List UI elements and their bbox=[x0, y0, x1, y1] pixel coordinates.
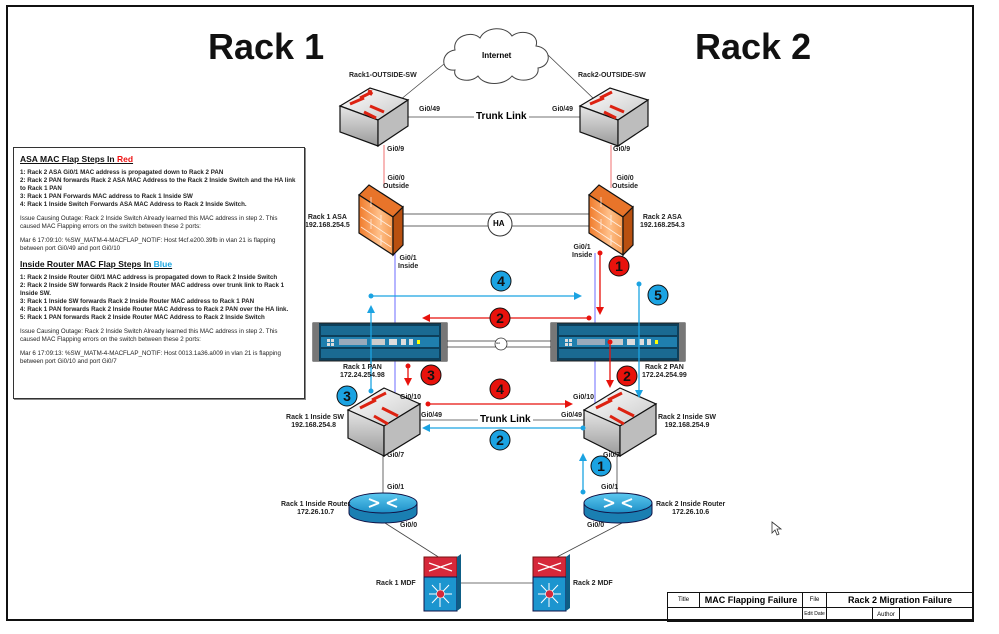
red-step-badge: 2 bbox=[496, 310, 504, 326]
blue-step-badge: 1 bbox=[597, 458, 605, 474]
blue-step-badge: 3 bbox=[343, 388, 351, 404]
rack1-asa-firewall-icon bbox=[358, 184, 404, 257]
router-issue-text: Issue Causing Outage: Rack 2 Inside Swit… bbox=[20, 328, 278, 343]
edit-date-label: Edit Date bbox=[803, 607, 827, 621]
inside-trunk-link-label: Trunk Link bbox=[478, 414, 533, 425]
rack2-asa-firewall-icon bbox=[588, 184, 634, 257]
pan-ha-label: HA bbox=[496, 341, 501, 345]
rack2-outside-sw-label: Rack2-OUTSIDE-SW bbox=[578, 72, 646, 79]
port-label: Gi0/1 bbox=[387, 484, 405, 491]
blue-step-badges bbox=[336, 270, 669, 477]
port-label: Gi0/49 bbox=[419, 106, 441, 113]
title-block-empty bbox=[668, 607, 803, 621]
internet-link-rack2 bbox=[547, 54, 596, 101]
ha-link-label: HA bbox=[493, 219, 505, 228]
ha-link-circle bbox=[487, 211, 513, 237]
router-steps-heading: Inside Router MAC Flap Steps In Blue bbox=[20, 259, 173, 269]
port-label: Gi0/0 bbox=[587, 522, 605, 529]
drawing-frame bbox=[6, 5, 974, 621]
rack1-outside-switch-icon bbox=[338, 87, 410, 148]
rack1-mdf-label: Rack 1 MDF bbox=[376, 580, 416, 587]
file-label: File bbox=[803, 593, 827, 607]
mouse-cursor-icon bbox=[771, 521, 783, 536]
rack2-pan-firewall-icon bbox=[550, 322, 686, 362]
outside-trunk-link-label: Trunk Link bbox=[474, 111, 529, 122]
port-label: Gi0/49 bbox=[421, 412, 443, 419]
rack1-mdf-switch-icon bbox=[423, 554, 461, 612]
rack1-outside-sw-label: Rack1-OUTSIDE-SW bbox=[349, 72, 417, 79]
rack2-mdf-switch-icon bbox=[532, 554, 570, 612]
rack2-inside-router-icon bbox=[583, 492, 653, 524]
port-label: Gi0/10 bbox=[400, 394, 422, 401]
red-step-badge: 4 bbox=[496, 381, 504, 397]
rack2-mdf-label: Rack 2 MDF bbox=[573, 580, 613, 587]
port-label: Gi0/1 bbox=[601, 484, 619, 491]
rack1-inside-router-icon bbox=[348, 492, 418, 524]
title-block: Title MAC Flapping Failure File Rack 2 M… bbox=[667, 592, 974, 622]
router-step: 4: Rack 1 PAN forwards Rack 2 Inside Rou… bbox=[20, 306, 289, 313]
asa-step: 4: Rack 1 Inside Switch Forwards ASA MAC… bbox=[20, 201, 247, 208]
router-step: 5: Rack 1 PAN forwards Rack 2 Inside Rou… bbox=[20, 314, 265, 321]
asa-step: 3: Rack 1 PAN Forwards MAC address to Ra… bbox=[20, 193, 193, 200]
blue-step-badge: 5 bbox=[654, 287, 662, 303]
red-step-badge: 3 bbox=[427, 367, 435, 383]
router-log-text: Mar 6 17:09:13: %SW_MATM-4-MACFLAP_NOTIF… bbox=[20, 350, 281, 365]
rack2-outside-switch-icon bbox=[578, 87, 650, 148]
author-value bbox=[900, 607, 973, 621]
asa-issue-text: Issue Causing Outage: Rack 2 Inside Swit… bbox=[20, 215, 278, 230]
port-label: Gi0/49 bbox=[561, 412, 583, 419]
title-value: MAC Flapping Failure bbox=[700, 593, 803, 607]
port-label: Gi0/0 bbox=[400, 522, 418, 529]
port-label: Gi0/7 bbox=[603, 452, 621, 459]
red-step-badges bbox=[420, 255, 638, 400]
internet-label: Internet bbox=[482, 51, 512, 60]
author-label: Author bbox=[873, 607, 900, 621]
router-step: 3: Rack 1 Inside SW forwards Rack 2 Insi… bbox=[20, 298, 255, 305]
rack1-title: Rack 1 bbox=[208, 26, 325, 67]
asa-step: 1: Rack 2 ASA Gi0/1 MAC address is propa… bbox=[20, 169, 224, 176]
red-step-badge: 2 bbox=[623, 368, 631, 384]
blue-step-badge: 4 bbox=[497, 273, 505, 289]
file-value: Rack 2 Migration Failure bbox=[847, 595, 953, 605]
pan-ha-circle bbox=[494, 337, 508, 351]
router-step: 2: Rack 2 Inside SW forwards Rack 2 Insi… bbox=[20, 282, 285, 297]
blue-flow-arrows bbox=[367, 281, 643, 495]
rack1-pan-firewall-icon bbox=[312, 322, 448, 362]
port-label: Gi0/7 bbox=[387, 452, 405, 459]
rack1-inside-switch-icon bbox=[346, 387, 422, 458]
red-step-badge: 1 bbox=[615, 258, 623, 274]
asa-log-text: Mar 6 17:09:10: %SW_MATM-4-MACFLAP_NOTIF… bbox=[20, 237, 276, 252]
rack2-title: Rack 2 bbox=[695, 26, 812, 67]
blue-step-badge: 2 bbox=[496, 432, 504, 448]
asa-steps-heading: ASA MAC Flap Steps In Red bbox=[20, 154, 134, 164]
port-label: Gi0/9 bbox=[387, 146, 405, 153]
port-label: Gi0/10 bbox=[573, 394, 595, 401]
asa-step: 2: Rack 2 PAN forwards Rack 2 ASA MAC Ad… bbox=[20, 177, 296, 192]
router-step: 1: Rack 2 Inside Router Gi0/1 MAC addres… bbox=[20, 274, 278, 281]
notes-panel: ASA MAC Flap Steps In Red 1: Rack 2 ASA … bbox=[13, 147, 305, 399]
internet-cloud-icon bbox=[443, 28, 549, 84]
port-label: Gi0/49 bbox=[552, 106, 574, 113]
edit-date-value bbox=[827, 607, 873, 621]
port-label: Gi0/9 bbox=[613, 146, 631, 153]
title-label: Title bbox=[668, 593, 700, 607]
